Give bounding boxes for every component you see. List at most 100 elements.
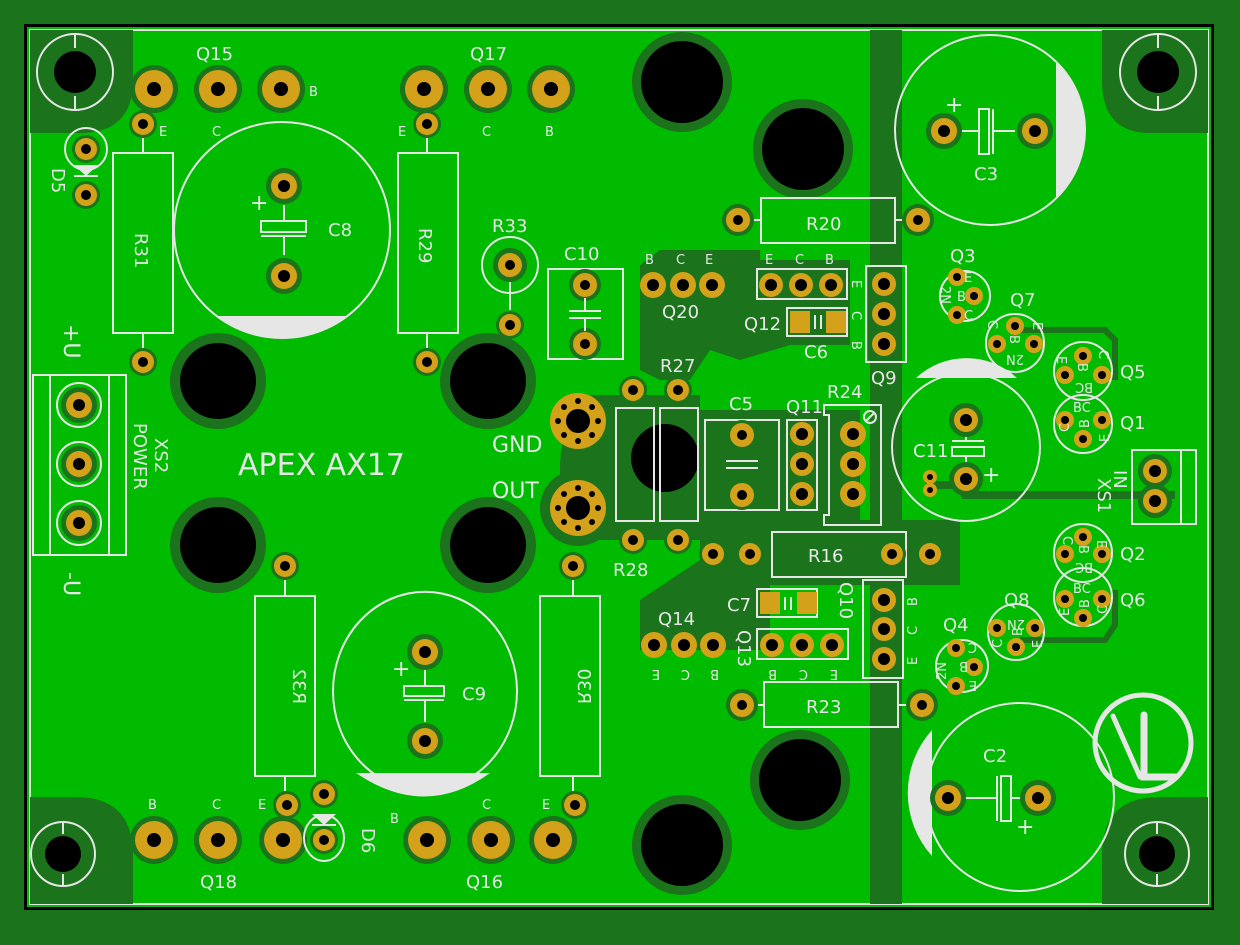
label-xs1: XS1 [1093,478,1114,513]
pin-label: C [1059,536,1074,545]
part-label: 2N [935,662,950,680]
board-outline [29,29,1209,905]
pin-label: C [1095,350,1110,359]
resistor-r29: R29 [397,138,459,376]
pin-label: E [1058,608,1073,616]
resistor-r27: R27 [659,356,699,554]
pin-label: C [676,253,685,268]
transistor-q9: E C B Q9 [848,265,907,389]
label-q10: Q10 [835,582,856,619]
label-c7: C7 [727,595,751,616]
label-q18: Q18 [200,872,237,893]
transistor-q10: B C E Q10 [835,579,921,679]
connector-xs1[interactable]: XS1 IN [1093,449,1197,525]
pin-label: E [542,798,550,813]
pin-label: C [848,311,863,320]
transistor-q17: Q17 E C B [398,44,575,140]
pin-label: B [1078,419,1093,428]
pin-label: E [1031,640,1046,648]
pin-label: B [148,798,157,813]
part-label: BC [1075,559,1093,574]
part-label: 2N [1007,616,1025,631]
label-c2: C2 [983,746,1007,767]
mounting-hole-tl [36,33,114,111]
pin-label: C [906,626,921,635]
label-c8: C8 [328,220,352,241]
pin-label: E [159,125,167,140]
pin-label: B [1006,335,1021,344]
label-r32: R32 [288,669,309,704]
label-power: POWER [129,423,150,490]
transistor-q11: Q11 [786,397,823,511]
label-q6: Q6 [1120,590,1146,611]
capacitor-c2: + C2 [907,702,1115,892]
pin-label: E [652,666,660,681]
pin-label: C [1096,605,1111,614]
pin-label: B [825,253,834,268]
label-c9: C9 [462,684,486,705]
label-r30: R30 [573,669,594,704]
pin-label: E [1098,434,1113,442]
part-label: 2N [937,286,952,304]
pin-label: E [848,280,863,288]
trace-q7-q5 [1020,327,1118,380]
pad-gnd[interactable]: GND [492,393,606,458]
transistor-q6: E B C BC Q6 [1053,567,1146,627]
pin-label: C [799,666,808,681]
pin-label: C [482,125,491,140]
resistor-r24-trimmer[interactable]: R24 [823,382,882,526]
label-q8: Q8 [1004,590,1030,611]
capacitor-c11: + C11 [891,358,1041,522]
board-title: APEX AX17 [238,448,405,483]
pin-label: B [959,658,968,673]
transistor-q8: C B E 2N Q8 [987,590,1046,661]
label-q17: Q17 [470,44,507,65]
pin-label: E [765,253,773,268]
pin-label: B [1074,363,1089,372]
pin-label: B [309,85,318,100]
pin-label: B [390,812,399,827]
label-q3: Q3 [950,246,976,267]
part-label: BC [1075,379,1093,394]
label-minus-u: -U [58,572,83,596]
polarity-mark: + [1016,815,1034,840]
label-q13: Q13 [733,630,754,667]
transistor-q3: E B C 2N Q3 [937,246,991,324]
label-out: OUT [492,479,539,504]
pin-label: E [964,271,972,286]
label-q2: Q2 [1120,544,1146,565]
transistor-q13: B C E Q13 [733,628,849,681]
resistor-r16: R16 [699,531,944,578]
mounting-hole-bl [30,821,96,887]
label-q14: Q14 [658,609,695,630]
pad-out[interactable]: OUT [492,470,616,546]
label-r24: R24 [827,382,862,403]
pin-label: B [957,290,966,305]
label-r16: R16 [808,546,843,567]
label-r29: R29 [414,228,435,263]
part-label: 2N [1006,351,1024,366]
label-q7: Q7 [1010,290,1036,311]
label-q15: Q15 [196,44,233,65]
label-q4: Q4 [943,615,969,636]
part-label: BC [1073,401,1091,416]
pin-label: E [969,677,977,692]
transistor-q2: C B E BC Q2 [1053,523,1146,583]
label-in: IN [1109,470,1130,489]
label-q1: Q1 [1120,413,1146,434]
resistor-r20: R20 [722,197,934,244]
transistor-q7: C B E 2N Q7 [984,290,1045,373]
pin-label: B [1078,599,1093,608]
pin-label: B [545,125,554,140]
polarity-mark: + [982,463,1000,488]
pin-label: B [848,341,863,350]
label-r28: R28 [613,560,648,581]
diode-d6: D6 [303,780,378,862]
pin-label: B [906,597,921,606]
connector-xs2-power[interactable]: XS2 POWER +U -U [32,324,171,596]
capacitor-c5: C5 [704,394,780,511]
label-r31: R31 [130,233,151,268]
label-q11: Q11 [786,397,823,418]
pin-label: C [681,666,690,681]
